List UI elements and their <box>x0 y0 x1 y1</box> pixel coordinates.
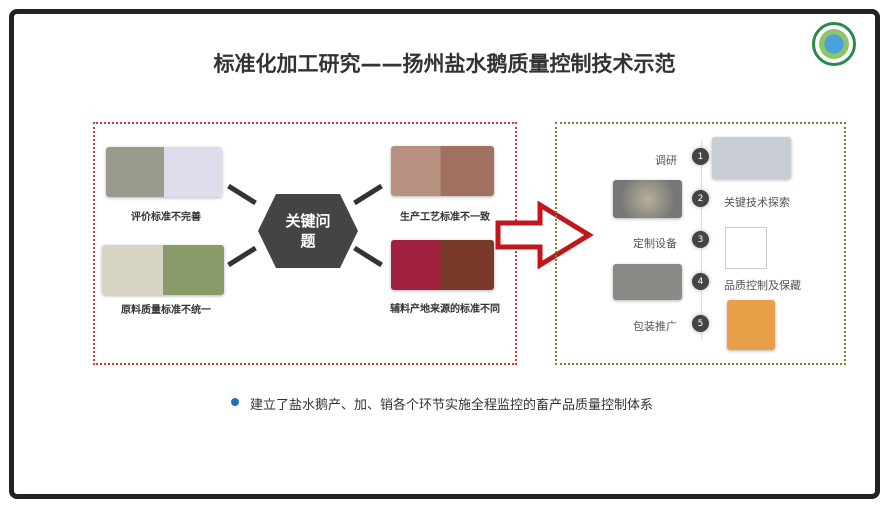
step-number: 4 <box>692 273 709 290</box>
step-number: 1 <box>692 148 709 165</box>
package-photo <box>727 300 775 350</box>
steps-panel <box>555 122 846 365</box>
key-issue-hexagon: 关键问题 <box>258 194 358 268</box>
organization-logo <box>812 22 856 66</box>
processing-photo <box>391 146 494 196</box>
step-number: 5 <box>692 315 709 332</box>
problem-label: 评价标准不完善 <box>131 212 201 223</box>
summary-text: 建立了盐水鹅产、加、销各个环节实施全程监控的畜产品质量控制体系 <box>250 398 654 413</box>
problem-label: 辅料产地来源的标准不同 <box>390 304 500 315</box>
technique-photo <box>613 180 682 218</box>
geese-photo <box>102 245 224 295</box>
problem-label: 生产工艺标准不一致 <box>400 212 490 223</box>
quality-control-photo <box>613 264 682 300</box>
step-label: 包装推广 <box>633 320 677 333</box>
step-number: 2 <box>692 190 709 207</box>
bullet-icon <box>231 398 239 406</box>
step-label: 关键技术探索 <box>724 196 790 209</box>
problem-label: 原料质量标准不统一 <box>121 305 211 316</box>
slide-title: 标准化加工研究——扬州盐水鹅质量控制技术示范 <box>213 52 676 76</box>
step-label: 调研 <box>655 154 677 167</box>
equipment-diagram <box>725 227 767 269</box>
spices-photo <box>391 240 494 290</box>
evaluation-photo <box>106 147 222 197</box>
step-number: 3 <box>692 231 709 248</box>
research-photo <box>712 137 791 179</box>
step-label: 品质控制及保藏 <box>724 279 801 292</box>
step-label: 定制设备 <box>633 237 677 250</box>
big-right-arrow-icon <box>495 200 594 270</box>
